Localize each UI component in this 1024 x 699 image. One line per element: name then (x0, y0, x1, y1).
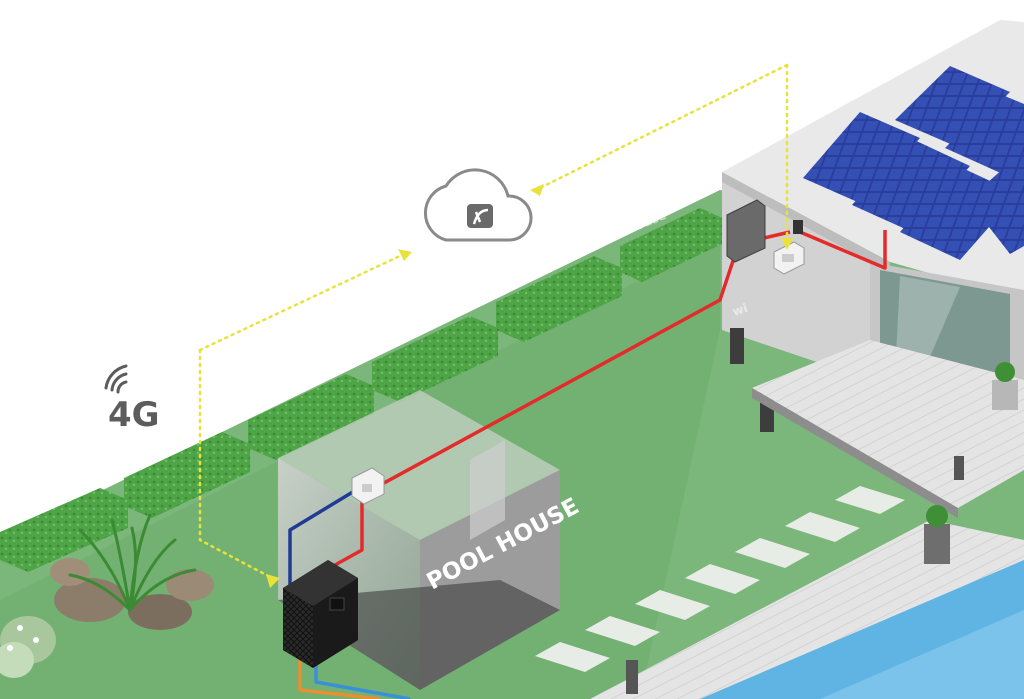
solar-array (803, 66, 1024, 260)
stepping-stone (535, 642, 610, 672)
shrub (68, 513, 197, 612)
hedge-block (620, 208, 722, 282)
arrow-from-cloud (530, 184, 544, 196)
hedge-block (124, 432, 250, 518)
cloud-app-badge (467, 204, 493, 228)
signal-path-uplink (198, 252, 406, 352)
solar-panel (803, 112, 920, 204)
rock-garden (50, 558, 214, 630)
hedge-block (0, 488, 128, 572)
garden-bollard (954, 456, 964, 480)
stepping-stone (785, 512, 860, 542)
hedge-block (496, 256, 622, 342)
warm-pipe-solar (799, 230, 887, 270)
connection-arrows (266, 184, 793, 588)
planter (924, 505, 950, 564)
pool-water-highlight (820, 610, 1024, 699)
garden-bollard (626, 660, 638, 694)
cold-pipe (288, 488, 357, 585)
house-wall-text: wi (731, 301, 750, 319)
solar-panel (852, 138, 970, 232)
network-label: 4G (108, 395, 160, 435)
solar-panel (945, 94, 1024, 175)
house-pillar (730, 328, 744, 364)
house-controller (773, 220, 805, 275)
arrow-to-cloud (398, 249, 412, 261)
house-electrical-box (726, 199, 766, 263)
house-terrace-edge (752, 388, 958, 518)
planter (992, 362, 1018, 410)
stepping-stone (635, 590, 710, 620)
pool-house-door (470, 440, 505, 540)
cloud-icon (423, 168, 533, 242)
stepping-stone (685, 564, 760, 594)
stepping-stone (735, 538, 810, 568)
solar-panel (895, 66, 1010, 146)
hedge-row (0, 208, 722, 572)
pool-house-controller (351, 467, 385, 505)
hedge-block (248, 374, 374, 460)
flower-bush (0, 616, 56, 678)
hedge-block (372, 316, 498, 402)
signal-path-cloud (538, 63, 789, 190)
arrow-to-pump (266, 574, 280, 588)
connection-paths (198, 63, 789, 580)
arrow-to-house (781, 238, 793, 250)
signal-path-pump (198, 348, 274, 580)
stepping-stone (585, 616, 660, 646)
signal-icon (104, 364, 128, 394)
solar-panel (968, 150, 1024, 254)
heat-pump-icon (283, 560, 358, 668)
stepping-stones (535, 486, 905, 672)
stepping-stone (835, 486, 905, 514)
